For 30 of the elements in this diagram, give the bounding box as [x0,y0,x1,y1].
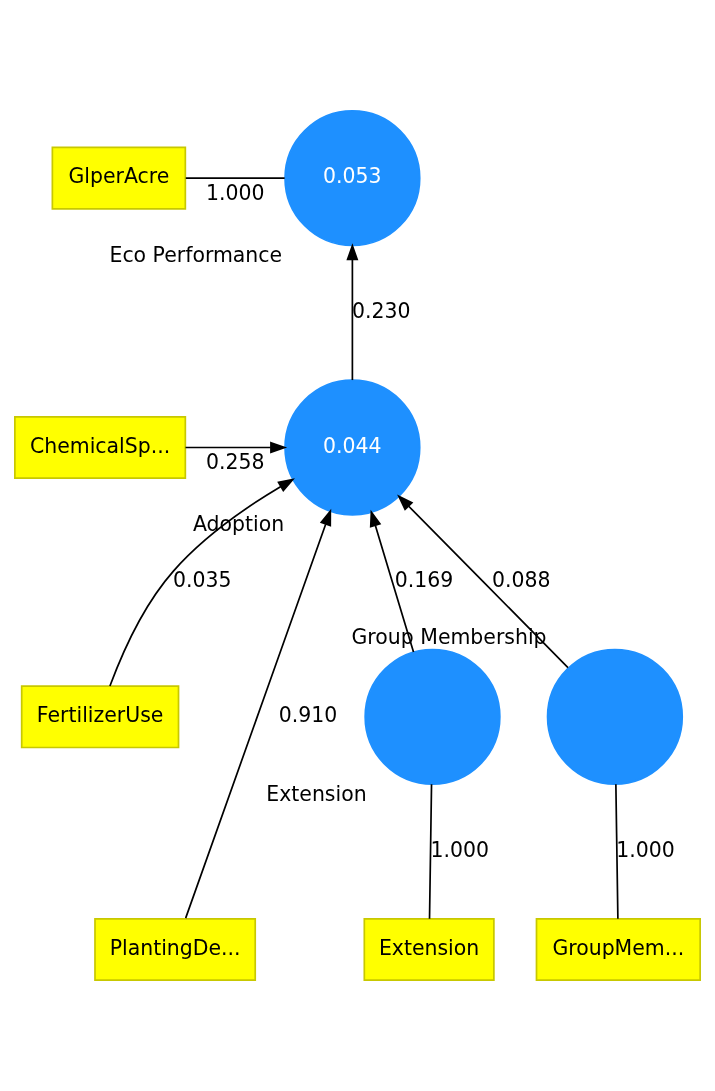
edge-label: 0.258 [205,449,265,474]
edge-label: 1.000 [205,180,265,205]
node-circle [546,648,684,785]
node-box: GlperAcre [51,146,187,210]
edge-label: 0.230 [352,299,411,324]
node-circle [364,648,501,785]
node-box: ChemicalSp... [14,415,187,480]
arrow [346,243,359,381]
arrow [397,494,569,669]
node-box: FertilizerUse [20,685,180,749]
node-label: Extension [266,781,367,806]
node-circle: 0.053 [284,109,421,247]
arrow [184,508,332,919]
edge-label: 0.910 [278,703,338,728]
node-box: PlantingDe... [94,917,257,982]
connector [184,177,286,179]
arrow [109,478,295,687]
arrow [184,441,288,454]
edge-label: 0.169 [394,568,454,593]
node-circle: 0.044 [284,379,421,516]
edge-label: 0.035 [173,568,232,593]
node-label: Eco Performance [109,242,283,267]
node-box: GroupMem... [535,917,701,982]
edge-label: 1.000 [616,837,675,862]
connector [615,783,619,920]
node-box: Extension [363,917,495,982]
edge-label: 0.088 [491,568,551,593]
arrow [369,509,415,653]
edge-label: 1.000 [430,837,490,862]
connector [428,783,433,920]
